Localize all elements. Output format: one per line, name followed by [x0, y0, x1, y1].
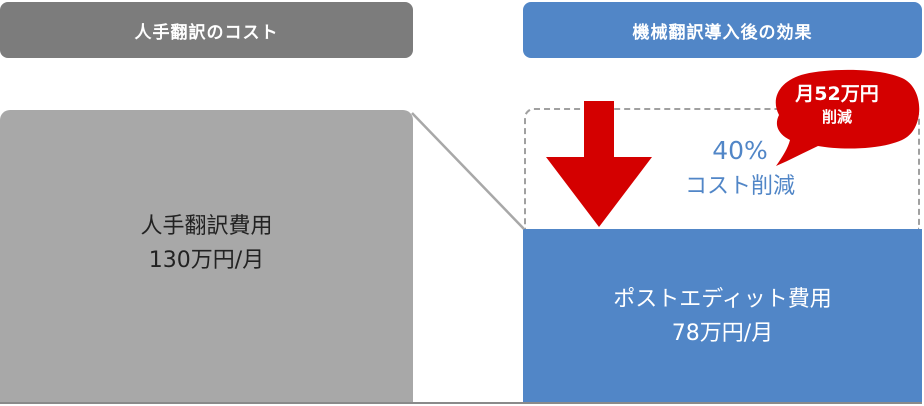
- savings-amount: 月52万円: [795, 83, 879, 105]
- header-manual-translation-cost: 人手翻訳のコスト: [0, 2, 413, 58]
- header-right-label: 機械翻訳導入後の効果: [632, 22, 813, 43]
- savings-label: 削減: [821, 108, 852, 126]
- manual-cost-amount: 130万円/月: [148, 248, 265, 273]
- reduction-annotation: 40% コスト削減: [640, 135, 840, 203]
- manual-translation-cost-block: 人手翻訳費用 130万円/月: [0, 110, 413, 404]
- header-left-label: 人手翻訳のコスト: [134, 22, 279, 43]
- connector-line: [411, 112, 525, 230]
- post-edit-cost-block: ポストエディット費用 78万円/月: [523, 229, 922, 404]
- down-arrow-icon: [546, 101, 652, 227]
- reduction-percent: 40%: [712, 136, 768, 165]
- speech-bubble-icon: [775, 69, 920, 166]
- header-machine-translation-effect: 機械翻訳導入後の効果: [523, 2, 922, 58]
- reduction-label: コスト削減: [684, 174, 795, 199]
- post-edit-cost-label: ポストエディット費用: [613, 286, 832, 312]
- post-edit-cost-amount: 78万円/月: [671, 320, 774, 346]
- reduced-portion-outline: [524, 108, 920, 230]
- savings-bubble-text: 月52万円 削減: [778, 82, 896, 128]
- baseline-divider: [0, 402, 922, 404]
- manual-cost-label: 人手翻訳費用: [140, 214, 273, 239]
